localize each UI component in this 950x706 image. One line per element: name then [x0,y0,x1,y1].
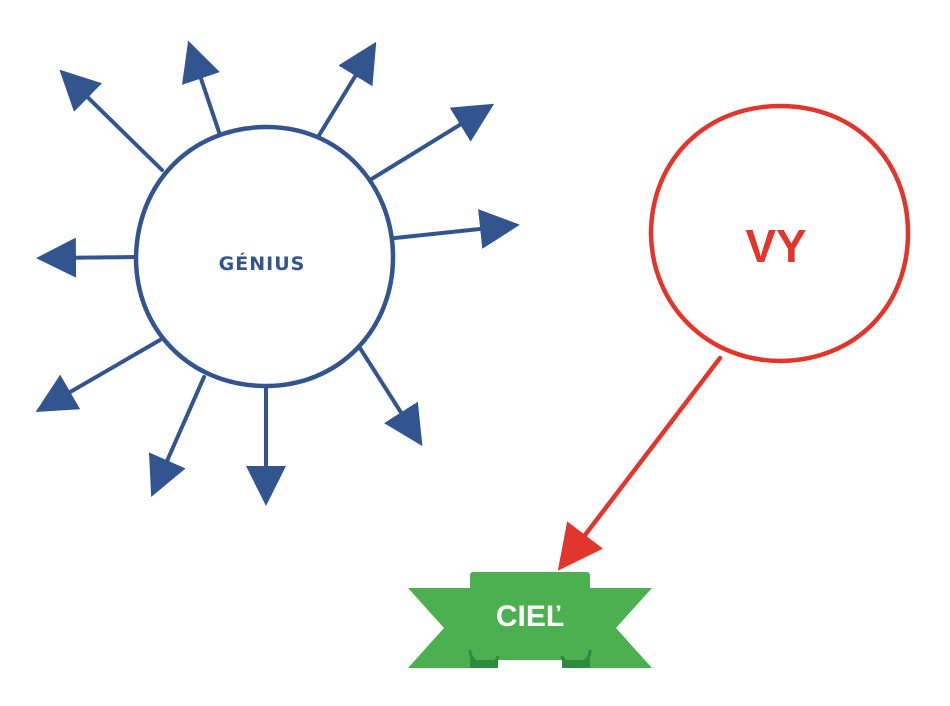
genius-arrow-left [36,237,138,278]
goal-ribbon-right-curl [560,649,592,666]
goal-ribbon-center [470,572,590,660]
genius-radiating-arrows [35,40,520,506]
genius-arrow-up-right [316,41,377,139]
goal-label: CIEĽ [496,600,564,633]
goal-ribbon-left-curl [468,649,500,666]
you-label: VY [745,220,806,272]
genius-arrow-upper-right [368,103,495,182]
genius-arrow-upper-left [59,69,164,172]
genius-arrow-right [393,209,520,249]
genius-arrow-down-left [148,375,206,497]
genius-circle [133,124,396,389]
genius-arrow-up-left [181,40,222,137]
you-to-goal-arrow [557,355,723,571]
you-node: VY [648,103,911,364]
goal-ribbon-right-tail [590,588,652,668]
goal-ribbon-left-tail [408,588,470,668]
genius-label: GÉNIUS [219,252,306,275]
you-circle [648,103,911,364]
genius-arrow-lower-left [35,338,162,413]
genius-arrow-lower-right [356,343,423,447]
goal-ribbon: CIEĽ [408,572,652,668]
genius-node: GÉNIUS [133,124,396,389]
